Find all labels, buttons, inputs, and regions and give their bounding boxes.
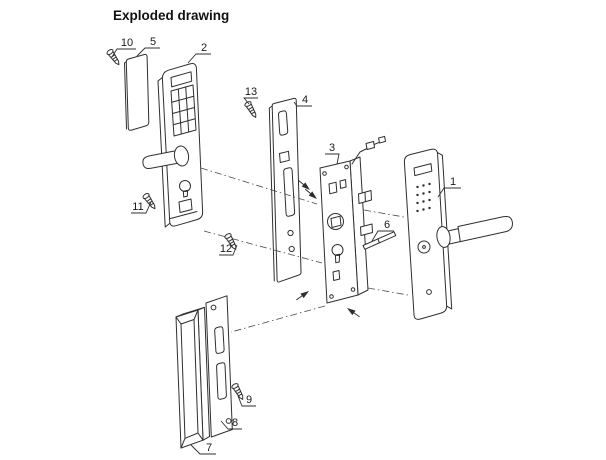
part-label-9: 9 <box>237 394 256 407</box>
exterior-handle <box>436 215 513 248</box>
svg-text:13: 13 <box>245 86 257 98</box>
svg-text:4: 4 <box>302 94 308 106</box>
side-edge <box>268 105 275 282</box>
part-4-mounting-plate <box>268 97 302 283</box>
handle-boss <box>436 226 451 248</box>
keypad <box>170 84 197 137</box>
cylinder <box>179 180 191 192</box>
part-8-strike-plate <box>205 295 233 438</box>
screw-10 <box>105 47 123 68</box>
interior-handle <box>142 145 190 170</box>
part-label-2: 2 <box>187 42 211 64</box>
spindle-hub <box>327 213 344 230</box>
svg-text:1: 1 <box>450 176 456 188</box>
insert-arrow <box>344 305 362 320</box>
screw-9 <box>230 382 247 402</box>
part-label-7: 7 <box>190 442 216 455</box>
part-label-12: 12 <box>219 243 238 256</box>
part-7-strike-box <box>175 306 210 449</box>
svg-text:11: 11 <box>132 201 143 213</box>
svg-text:5: 5 <box>150 36 156 48</box>
speaker-holes <box>416 182 431 213</box>
drawing-title: Exploded drawing <box>113 8 229 23</box>
part-label-3: 3 <box>325 142 340 165</box>
keyhole <box>417 240 431 254</box>
top-slot <box>277 110 289 136</box>
screw-hole <box>288 245 295 253</box>
svg-text:6: 6 <box>384 219 390 231</box>
svg-text:2: 2 <box>201 42 207 54</box>
latch-slot <box>214 326 225 354</box>
part-3-lock-body <box>319 135 386 304</box>
card-reader <box>413 163 433 177</box>
display <box>170 71 193 88</box>
lever <box>142 150 180 170</box>
part-label-5: 5 <box>136 36 160 57</box>
screw-11 <box>141 191 159 212</box>
spindle-slot <box>279 150 290 163</box>
svg-text:10: 10 <box>121 37 133 49</box>
cylinder-hole <box>331 244 344 256</box>
battery-cover <box>178 198 193 213</box>
screw-hole <box>225 418 232 424</box>
long-slot <box>283 167 296 217</box>
screw-hole <box>210 304 217 311</box>
part-label-8: 8 <box>220 417 242 430</box>
screw-13 <box>243 100 260 120</box>
svg-text:12: 12 <box>220 243 232 255</box>
deadbolt <box>360 223 373 236</box>
front-face <box>319 160 359 304</box>
deadbolt-slot <box>216 362 227 400</box>
part-label-4: 4 <box>293 94 312 107</box>
screw-hole <box>287 229 294 237</box>
svg-text:3: 3 <box>329 142 335 154</box>
svg-text:7: 7 <box>206 442 212 454</box>
part-5-cover-plate <box>124 53 150 131</box>
part-label-1: 1 <box>437 176 461 198</box>
cable-connector <box>351 135 386 165</box>
handle-boss <box>173 145 190 167</box>
lever <box>457 215 513 243</box>
part-2-interior-escutcheon <box>142 63 204 228</box>
spindle-hole <box>330 215 342 228</box>
part-label-10: 10 <box>111 37 136 58</box>
part-label-13: 13 <box>243 86 258 105</box>
part-label-6: 6 <box>371 219 394 242</box>
svg-text:9: 9 <box>246 394 252 406</box>
alignment-lines <box>200 167 409 333</box>
part-6-spindle <box>362 231 397 250</box>
svg-text:8: 8 <box>232 417 238 429</box>
insert-arrow <box>303 186 320 202</box>
insert-arrow <box>294 288 312 303</box>
part-label-11: 11 <box>131 201 152 214</box>
part-1-exterior-escutcheon <box>403 148 513 320</box>
